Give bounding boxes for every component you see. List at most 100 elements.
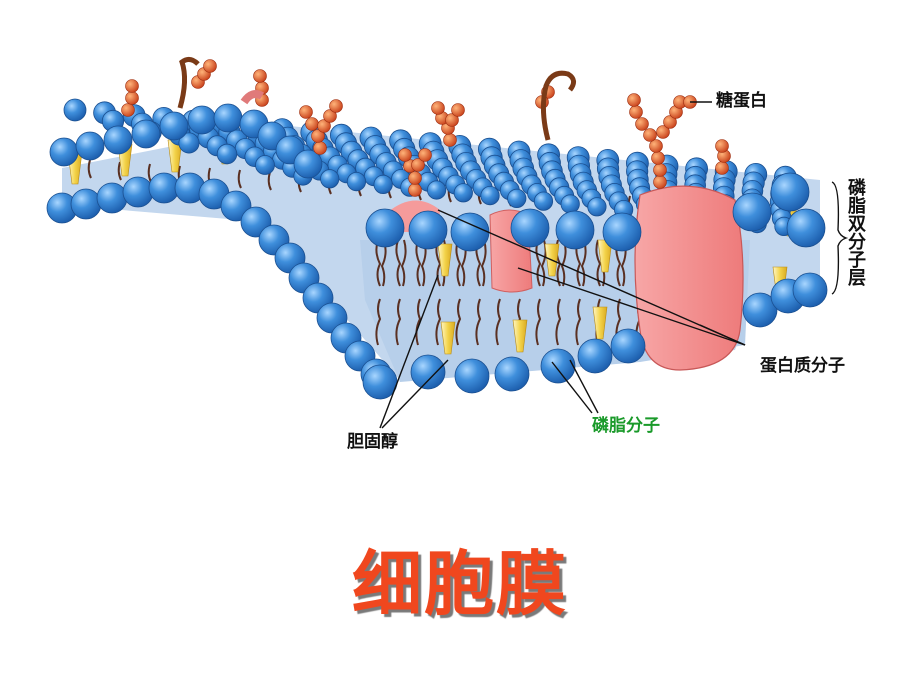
label-cholesterol: 胆固醇: [347, 432, 398, 452]
fatty-acid-tail: [395, 298, 402, 346]
sugar-bead: [125, 79, 139, 93]
phospholipid-head: [320, 169, 340, 189]
phospholipid-head: [560, 194, 580, 214]
phospholipid-head: [75, 131, 105, 161]
phospholipid-head: [346, 172, 367, 192]
fatty-acid-tail: [380, 239, 387, 287]
sugar-bead: [317, 119, 331, 133]
fatty-acid-tail: [117, 161, 122, 181]
phospholipid-head: [602, 212, 642, 252]
phospholipid-head: [742, 292, 778, 328]
sugar-bead: [451, 103, 465, 117]
phospholipid-head: [122, 176, 154, 208]
sugar-bead: [323, 109, 337, 123]
sugar-bead: [313, 141, 327, 155]
phospholipid-head: [494, 356, 530, 392]
phospholipid-head: [792, 272, 828, 308]
fatty-acid-tail: [375, 239, 382, 287]
phospholipid-head: [216, 143, 238, 165]
fatty-acid-tail: [495, 298, 502, 346]
sugar-bead: [445, 113, 459, 127]
sugar-bead: [443, 133, 457, 147]
phospholipid-head: [373, 174, 393, 194]
phospholipid-head: [507, 188, 527, 208]
phospholipid-head: [131, 119, 161, 149]
phospholipid-heads-front: [46, 172, 828, 400]
fatty-acid-tail: [580, 239, 587, 287]
phospholipid-head: [362, 364, 398, 400]
phospholipid-heads-top: [49, 98, 797, 236]
phospholipid-head: [255, 155, 275, 175]
sugar-bead: [629, 105, 643, 119]
sugar-bead: [125, 91, 139, 105]
phospholipid-head: [365, 208, 405, 248]
phospholipid-head: [426, 180, 447, 200]
fatty-acid-tail: [395, 239, 402, 287]
label-protein-molecule: 蛋白质分子: [760, 356, 845, 376]
phospholipid-head: [610, 328, 646, 364]
phospholipid-head: [732, 192, 772, 232]
sugar-bead: [635, 117, 649, 131]
sugar-bead: [653, 175, 667, 189]
phospholipid-head: [213, 103, 243, 133]
glyco-stem: [177, 56, 200, 109]
phospholipid-head: [103, 125, 133, 155]
cholesterol: [440, 321, 456, 355]
phospholipid-head: [510, 208, 550, 248]
fatty-acid-tail: [147, 163, 152, 183]
fatty-acid-tail: [575, 298, 582, 346]
fatty-acid-tail: [555, 298, 562, 346]
fatty-acid-tail: [560, 239, 567, 287]
phospholipid-head: [70, 188, 102, 220]
sugar-bead: [651, 151, 665, 165]
sugar-bead: [431, 101, 445, 115]
fatty-acid-tail: [415, 298, 422, 346]
sugar-bead: [627, 93, 641, 107]
sugar-bead: [311, 129, 325, 143]
sugar-bead: [411, 158, 425, 172]
leader-lines: [379, 101, 849, 429]
phospholipid-head: [96, 182, 128, 214]
sugar-bead: [329, 99, 343, 113]
sugar-bead: [715, 139, 729, 153]
sugar-bead: [653, 163, 667, 177]
phospholipid-head: [408, 210, 448, 250]
fatty-acid-tail: [475, 298, 482, 346]
page-title: 细胞膜: [352, 543, 568, 625]
phospholipid-head: [410, 354, 446, 390]
fatty-acid-tail: [400, 239, 407, 287]
phospholipid-head: [148, 172, 180, 204]
cholesterol: [437, 243, 453, 277]
phospholipid-head: [480, 186, 500, 206]
fatty-acid-tail: [435, 298, 442, 346]
label-glycoprotein: 糖蛋白: [716, 91, 767, 111]
sugar-bead: [253, 69, 267, 83]
glyco-stem: [540, 70, 576, 141]
protein-transmembrane: [634, 185, 744, 371]
fatty-acid-tail: [595, 239, 602, 287]
label-phospholipid-bilayer: 磷脂双分子层: [845, 178, 866, 286]
protein-molecules: [388, 185, 744, 371]
glycoprotein-chains: [121, 56, 731, 197]
phospholipid-head: [187, 105, 217, 135]
sugar-bead: [398, 148, 412, 162]
sugar-bead: [203, 59, 217, 73]
fatty-acid-tail: [455, 298, 462, 346]
phospholipid-head: [770, 172, 810, 212]
phospholipid-head: [49, 137, 79, 167]
cholesterol: [592, 306, 608, 340]
sugar-bead: [121, 103, 135, 117]
phospholipid-head: [454, 358, 490, 394]
sugar-bead: [643, 128, 657, 142]
phospholipid-head: [293, 149, 323, 179]
phospholipid-head: [540, 348, 576, 384]
label-phospholipid-molecule: 磷脂分子: [592, 416, 660, 436]
phospholipid-head: [577, 338, 613, 374]
fatty-acid-tail: [480, 239, 487, 287]
phospholipid-head: [533, 191, 554, 211]
phospholipid-head: [786, 208, 826, 248]
cholesterol: [512, 319, 528, 353]
fatty-acid-tail: [375, 298, 382, 346]
sugar-bead: [715, 161, 729, 175]
sugar-bead: [305, 117, 319, 131]
